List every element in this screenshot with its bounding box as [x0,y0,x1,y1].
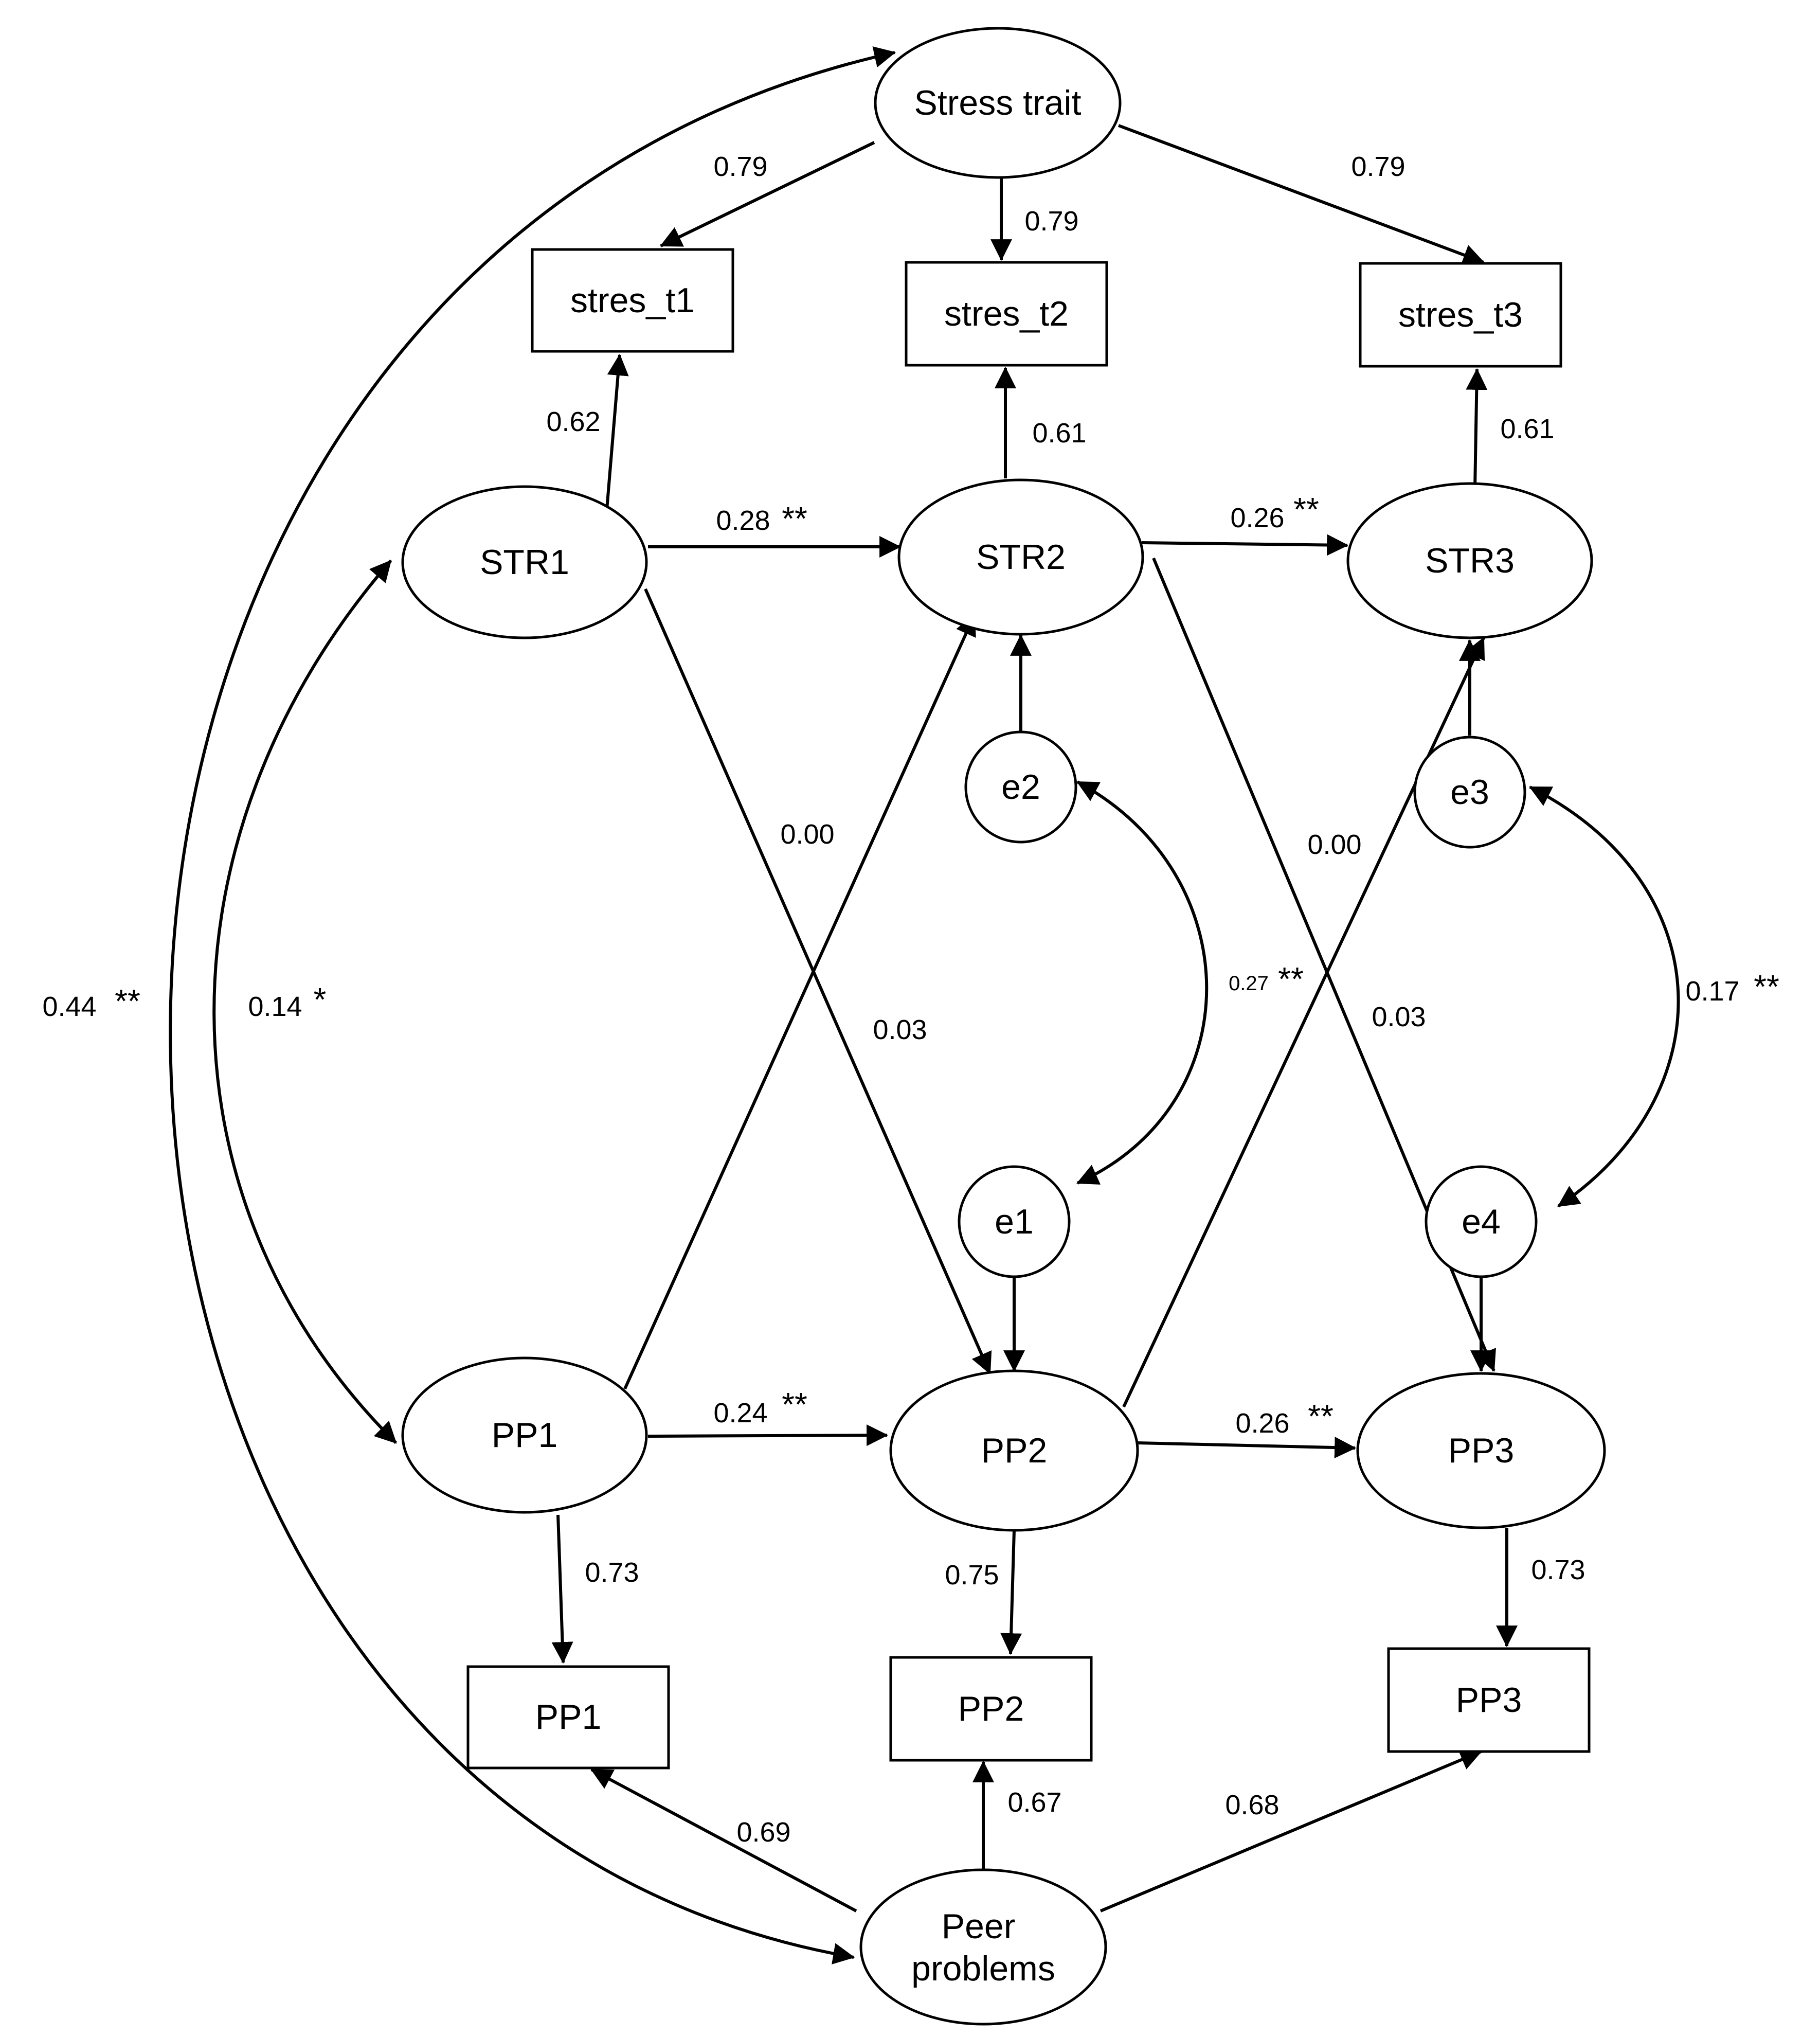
node-str2: STR2 [897,478,1144,636]
node-label-pp3-latent: PP3 [1448,1431,1515,1470]
sig-trait-peer: ** [115,982,140,1020]
node-label-e3: e3 [1450,773,1489,812]
node-stres-t3: stres_t3 [1359,262,1562,368]
edge-pp1-to-pp2 [647,1424,889,1446]
node-stres-t1: stres_t1 [531,248,734,353]
sig-e1-e2: ** [1278,960,1304,997]
label-str1-pp1: 0.14 [248,991,302,1022]
node-label-pp2-obs: PP2 [958,1689,1024,1728]
edge-str1-to-stres-t1 [605,353,629,510]
node-label-e1: e1 [995,1202,1034,1241]
node-label-str3: STR3 [1425,541,1515,580]
node-e4: e4 [1425,1165,1538,1278]
edge-e1-e2-covariance [1076,780,1209,1185]
label-e3-e4: 0.17 [1685,976,1739,1007]
sig-e3-e4: ** [1754,968,1779,1005]
node-label-stress-trait: Stress trait [914,83,1082,122]
label-e1-e2: 0.27 [1229,972,1269,995]
node-label-str1: STR1 [480,543,569,582]
node-label-pp1-obs: PP1 [535,1698,602,1737]
edge-trait-to-stres-t3 [1118,124,1485,265]
edge-pp2-to-pp3 [1137,1437,1357,1459]
edges [169,46,1680,1964]
node-label-pp1-latent: PP1 [492,1416,558,1455]
label-str2-str3: 0.26 [1230,503,1284,533]
node-label-peer-problems: Peer problems [911,1907,1055,1988]
label-str2-t2: 0.61 [1032,418,1086,449]
sig-str2-str3: ** [1293,491,1319,528]
edge-str2-to-str3 [1141,534,1349,556]
edge-str3-to-stres-t3 [1466,368,1488,489]
label-str2-pp3: 0.00 [1307,829,1361,860]
label-peer-obs1: 0.69 [736,1817,790,1848]
node-str1: STR1 [401,485,648,639]
sig-str1-str2: ** [782,500,807,537]
edge-trait-peer-covariance [169,46,896,1964]
edge-labels: 0.79 0.79 0.79 0.62 0.61 0.61 0.28 ** 0.… [42,151,1779,1848]
node-stress-trait: Stress trait [874,27,1122,179]
label-pp2-pp3: 0.26 [1235,1408,1289,1439]
node-str3: STR3 [1346,482,1593,639]
node-e2: e2 [964,730,1077,844]
sig-pp1-pp2: ** [782,1386,807,1423]
node-pp3-obs: PP3 [1387,1647,1591,1753]
node-label-pp3-obs: PP3 [1456,1681,1522,1720]
node-label-pp2-latent: PP2 [981,1431,1048,1470]
label-str1-t1: 0.62 [546,406,600,437]
node-e1: e1 [958,1165,1071,1278]
edge-peer-to-pp3-obs [1100,1749,1482,1913]
label-pp2-str3: 0.03 [1372,1002,1426,1032]
edge-e3-e4-covariance [1529,785,1680,1208]
sig-pp2-pp3: ** [1308,1398,1334,1435]
label-str1-pp2: 0.00 [780,819,834,850]
edge-pp2-to-obs [1000,1530,1022,1655]
node-label-peer-problems-line1: Peer [942,1907,1016,1946]
node-label-e4: e4 [1462,1202,1501,1241]
label-pp1-pp2: 0.24 [713,1398,767,1428]
edge-pp1-to-obs [551,1514,573,1664]
edge-str1-pp1-covariance [212,560,398,1444]
node-pp1-obs: PP1 [466,1665,670,1770]
edge-pp1-to-str2 [623,614,976,1390]
node-pp2-latent: PP2 [889,1369,1139,1532]
edge-str1-to-pp2 [644,588,992,1374]
label-pp1-str2: 0.03 [873,1014,927,1045]
node-label-stres-t2: stres_t2 [944,294,1069,333]
label-pp1-obs1: 0.73 [585,1557,639,1588]
node-label-e2: e2 [1001,767,1040,807]
node-stres-t2: stres_t2 [905,261,1108,367]
label-pp3-obs3: 0.73 [1531,1554,1585,1585]
label-trait-t2: 0.79 [1024,206,1078,237]
label-str1-str2: 0.28 [716,505,770,536]
label-pp2-obs2: 0.75 [945,1560,999,1591]
node-pp1-latent: PP1 [401,1356,648,1514]
sig-str1-pp1: * [314,981,327,1018]
label-trait-t1: 0.79 [713,151,767,182]
label-peer-obs2: 0.67 [1007,1787,1061,1818]
label-trait-peer: 0.44 [42,991,96,1022]
node-label-str2: STR2 [976,538,1066,577]
node-e3: e3 [1413,736,1526,849]
label-peer-obs3: 0.68 [1225,1790,1279,1820]
node-pp3-latent: PP3 [1356,1372,1606,1529]
node-label-stres-t3: stres_t3 [1398,295,1523,334]
label-trait-t3: 0.79 [1351,151,1405,182]
node-label-stres-t1: stres_t1 [570,281,695,320]
node-pp2-obs: PP2 [889,1656,1093,1762]
label-str3-t3: 0.61 [1500,414,1554,444]
node-peer-problems: Peer problems [859,1868,1107,2026]
edge-peer-to-pp1-obs [590,1768,857,1913]
node-label-peer-problems-line2: problems [911,1949,1055,1988]
nodes: Stress trait stres_t1 stres_t2 stres_t3 … [401,27,1606,2026]
